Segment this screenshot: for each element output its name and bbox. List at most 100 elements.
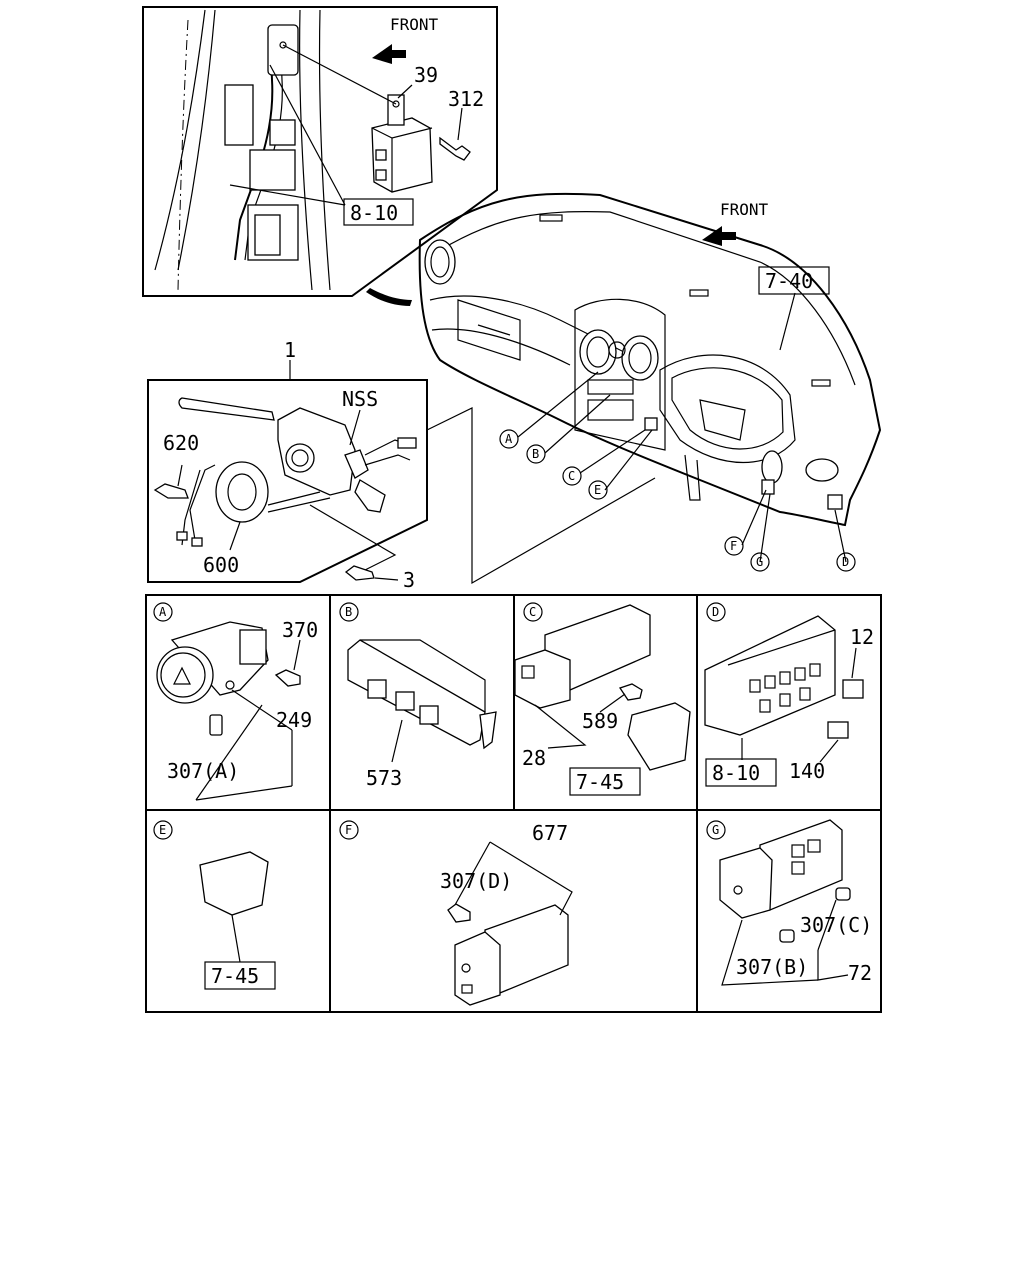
- blank-cover: [199, 851, 269, 916]
- bracket: [267, 24, 299, 76]
- callout-c-marker: C: [562, 466, 582, 486]
- label-589: 589: [582, 709, 618, 733]
- clock-spring: [215, 461, 269, 523]
- switch-72: [719, 847, 773, 919]
- screw-370: [274, 669, 301, 687]
- ref-label-7-45: 7-45: [211, 964, 259, 988]
- svg-text:D: D: [842, 555, 849, 569]
- label-28: 28: [522, 746, 546, 770]
- callout-f-marker: F: [724, 536, 744, 556]
- label-600: 600: [203, 553, 239, 577]
- panel-d-control-unit: D 12 140 8-10: [704, 602, 874, 787]
- bulb-307d: [447, 903, 471, 923]
- panel-a-letter-marker: A: [153, 602, 173, 622]
- svg-text:B: B: [532, 447, 539, 461]
- inset-border: [142, 6, 498, 297]
- svg-text:C: C: [529, 605, 536, 619]
- pointer-arrow-icon: [366, 288, 412, 306]
- label-370: 370: [282, 618, 318, 642]
- ref-box-8-10: [343, 198, 414, 226]
- relay-unit: [371, 117, 433, 193]
- panel-c-switch: C 589 28 7-45: [514, 602, 691, 796]
- light-stalk: [354, 479, 386, 513]
- callout-b-marker: B: [526, 444, 546, 464]
- panel-e-letter-marker: E: [153, 820, 173, 840]
- svg-text:F: F: [730, 539, 737, 553]
- panel-b-switch-panel: B 573: [339, 602, 497, 790]
- screw-3: [344, 565, 375, 581]
- label-307b: 307(B): [736, 955, 808, 979]
- label-72: 72: [848, 961, 872, 985]
- ref-label-8-10: 8-10: [712, 761, 760, 785]
- svg-text:E: E: [594, 483, 601, 497]
- callout-d-marker: D: [836, 552, 856, 572]
- ref-label-8-10: 8-10: [350, 201, 398, 225]
- blank-cover: [627, 702, 691, 771]
- bulb-307a: [209, 714, 223, 736]
- hazard-triangle-icon: [173, 666, 191, 685]
- svg-text:A: A: [505, 432, 513, 446]
- ref-label-7-40: 7-40: [765, 269, 813, 293]
- svg-text:B: B: [345, 605, 352, 619]
- bulb-307c: [835, 887, 851, 901]
- panel-a-hazard-switch: A 370 249 307(A): [153, 602, 318, 801]
- bulb-307b: [779, 929, 795, 943]
- label-nss: NSS: [342, 387, 378, 411]
- wiper-stalk: [178, 397, 275, 421]
- svg-text:G: G: [712, 823, 719, 837]
- svg-text:D: D: [712, 605, 719, 619]
- panel-b-letter-marker: B: [339, 602, 359, 622]
- ref-box-7-45: [569, 767, 641, 796]
- callout-a-marker: A: [499, 429, 519, 449]
- svg-text:C: C: [568, 469, 575, 483]
- callout-g-marker: G: [750, 552, 770, 572]
- bolt-312: [439, 136, 471, 161]
- svg-text:F: F: [345, 823, 352, 837]
- bulb-12: [842, 679, 864, 699]
- inset-relay-mount: FRONT 39 312 8-10: [142, 6, 498, 297]
- label-3: 3: [403, 568, 415, 592]
- inset-border: [147, 379, 428, 583]
- connector-upper: [249, 149, 296, 191]
- panel-f-letter-marker: F: [339, 820, 359, 840]
- label-249: 249: [276, 708, 312, 732]
- svg-text:E: E: [159, 823, 166, 837]
- front-label: FRONT: [390, 15, 439, 34]
- label-307d: 307(D): [440, 869, 512, 893]
- label-312: 312: [448, 87, 484, 111]
- front-label: FRONT: [720, 200, 769, 219]
- label-677: 677: [532, 821, 568, 845]
- ref-box-8-10: [705, 758, 777, 787]
- inset-combination-switch: 1 620 NSS 600: [147, 338, 656, 592]
- label-12: 12: [850, 625, 874, 649]
- switch-677: [454, 931, 501, 1006]
- panel-g-switch: G 307(C) 307(B) 72: [706, 819, 872, 986]
- bulb-140: [827, 721, 849, 739]
- dashboard-assembly: 7-40 FRONT: [418, 192, 882, 563]
- label-140: 140: [789, 759, 825, 783]
- screw-620: [153, 483, 189, 499]
- switch-28: [514, 649, 571, 709]
- relay-bracket: [387, 94, 405, 126]
- bulb-589: [618, 683, 643, 701]
- switch-body: [277, 407, 356, 496]
- label-307c: 307(C): [800, 913, 872, 937]
- ref-box-7-45: [204, 961, 276, 990]
- label-573: 573: [366, 766, 402, 790]
- panel-f-switch: F 677 307(D): [339, 820, 573, 1006]
- callout-e-marker: E: [588, 480, 608, 500]
- front-arrow-icon: [702, 226, 736, 246]
- svg-text:A: A: [159, 605, 167, 619]
- panel-e-cover: E 7-45: [153, 820, 276, 990]
- ref-box-7-40: [758, 266, 830, 295]
- front-arrow-icon: [372, 44, 406, 64]
- panel-c-letter-marker: C: [523, 602, 543, 622]
- label-620: 620: [163, 431, 199, 455]
- svg-text:G: G: [756, 555, 763, 569]
- clip: [224, 84, 254, 146]
- ref-label-7-45: 7-45: [576, 770, 624, 794]
- panel-d-letter-marker: D: [706, 602, 726, 622]
- label-39: 39: [414, 63, 438, 87]
- panel-g-letter-marker: G: [706, 820, 726, 840]
